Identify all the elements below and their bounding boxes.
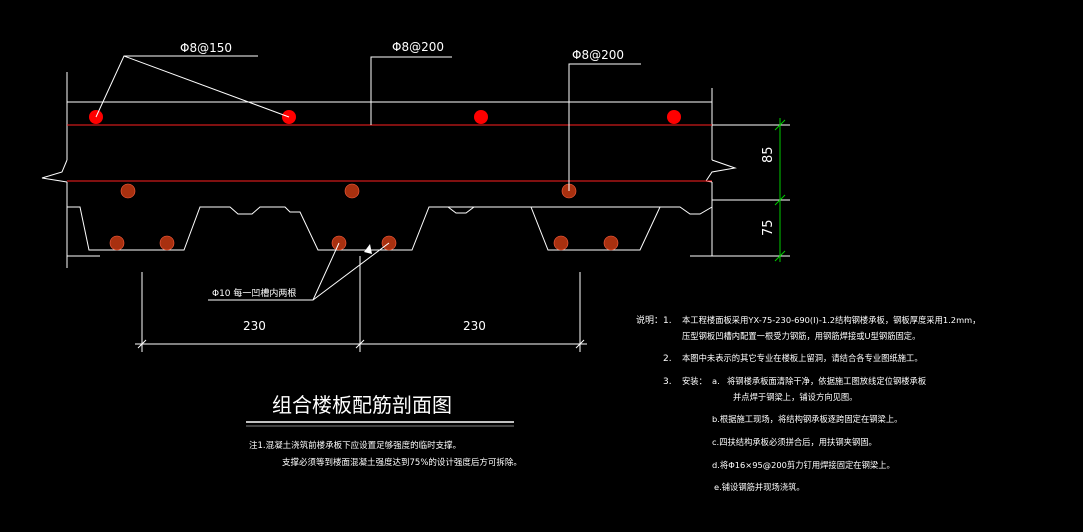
note-3b: b.根据施工现场，将结构钢承板逐跨固定在钢梁上。: [712, 414, 902, 424]
rib-rebar: [109, 235, 125, 251]
top-rebar: [667, 110, 681, 124]
rib-rebar-group: [109, 235, 619, 251]
note-3a-line-2: 并点焊于钢梁上，铺设方向见图。: [733, 392, 857, 402]
note-2-line-1: 本图中未表示的其它专业在楼板上留洞，请结合各专业图纸施工。: [682, 353, 923, 363]
vertical-dimension: [712, 118, 790, 262]
mid-rebar-group: [120, 183, 577, 199]
note-3e: e.铺设钢筋并现场浇筑。: [714, 482, 805, 492]
note-1-number: 1.: [663, 316, 672, 326]
rebar-label-top-150: Φ8@150: [180, 41, 232, 55]
slab-outline: [41, 72, 737, 268]
dim-230-right: 230: [463, 319, 486, 333]
dim-230-left: 230: [243, 319, 266, 333]
mid-rebar: [120, 183, 136, 199]
note-1-line-2: 压型钢板凹槽内配置一根受力钢筋，用钢筋焊接或U型钢筋固定。: [682, 331, 920, 341]
note-3a-line-1: 将钢楼承板面清除干净，依据施工图放线定位钢楼承板: [727, 376, 927, 386]
drawing-title: 组合楼板配筋剖面图: [272, 393, 452, 417]
notes-block: 说明： 1. 本工程楼面板采用YX-75-230-690(I)-1.2结构钢楼承…: [636, 314, 981, 492]
rebar-label-top-200: Φ8@200: [392, 40, 444, 54]
note-2-number: 2.: [663, 354, 672, 364]
note-3d: d.将Φ16×95@200剪力钉用焊接固定在钢梁上。: [712, 460, 895, 470]
note-3c: c.四扶结构承板必须拼合后，用扶钢夹钢固。: [712, 437, 877, 447]
notes-header: 说明：: [636, 314, 663, 326]
note-3-heading: 安装：: [682, 376, 707, 386]
leader-lines: [95, 55, 641, 301]
horizontal-dimension: [135, 256, 587, 352]
dim-75-label: 75: [761, 219, 776, 236]
top-rebar-group: [89, 110, 681, 124]
note-1-line-1: 本工程楼面板采用YX-75-230-690(I)-1.2结构钢楼承板，钢板厚度采…: [682, 315, 981, 325]
rib-rebar: [159, 235, 175, 251]
note-3-number: 3.: [663, 377, 672, 387]
leader-arrow: [364, 244, 372, 254]
rib-rebar-label: Φ10 每一凹槽内两根: [212, 287, 296, 299]
rebar-label-mid-200: Φ8@200: [572, 48, 624, 62]
mid-rebar: [344, 183, 360, 199]
dim-85-label: 85: [761, 146, 776, 163]
construction-note-line-1: 注1.混凝土浇筑前楼承板下应设置足够强度的临时支撑。: [249, 440, 461, 451]
note-3a-label: a.: [712, 376, 720, 386]
top-rebar: [474, 110, 488, 124]
rib-rebar: [603, 235, 619, 251]
construction-note-line-2: 支撑必须等到楼面混凝土强度达到75%的设计强度后方可拆除。: [282, 457, 522, 468]
rib-rebar: [553, 235, 569, 251]
